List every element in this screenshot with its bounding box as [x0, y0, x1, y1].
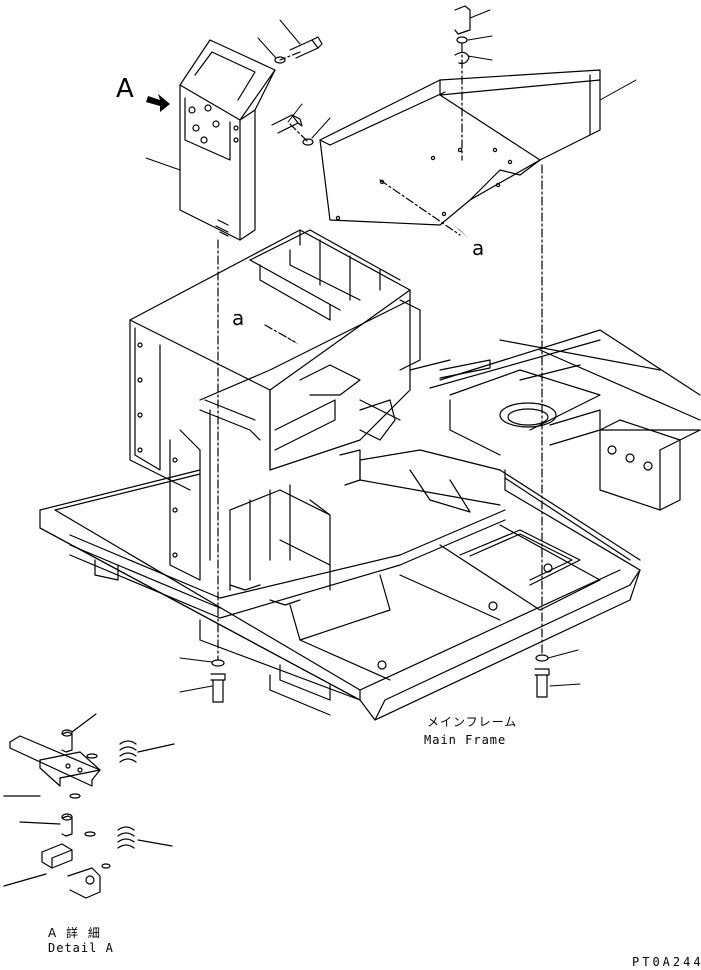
fasteners: [211, 6, 549, 702]
callout-arrows: [285, 226, 468, 345]
detail-a-label-jp: A 詳 細: [48, 926, 103, 940]
callout-a-right-label: a: [472, 236, 485, 260]
detail-a: [4, 714, 174, 898]
cab-frame-box: [130, 230, 450, 605]
view-arrow-label: A: [116, 74, 134, 104]
leader-lines: [146, 10, 636, 692]
main-frame: [40, 330, 700, 720]
detail-a-label-en: Detail A: [48, 941, 114, 955]
console-box: [180, 40, 275, 240]
main-frame-label-jp: メインフレーム: [427, 715, 518, 729]
figure-code: PT0A244: [632, 955, 701, 969]
main-frame-label-en: Main Frame: [424, 733, 507, 747]
assembly-lines: [218, 44, 542, 660]
callout-a-left-label: a: [232, 306, 245, 330]
cover-plate: [320, 70, 600, 225]
view-arrow: [146, 94, 170, 112]
